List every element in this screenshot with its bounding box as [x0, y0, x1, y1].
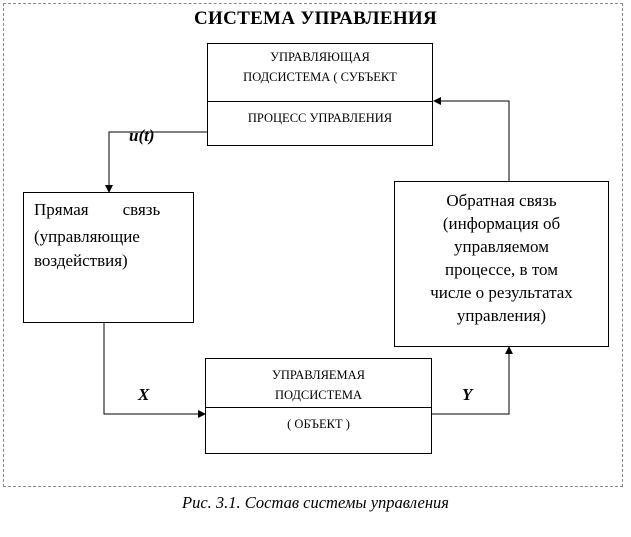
object-line-2: ПОДСИСТЕМА [274, 388, 363, 402]
arrow-object-to-feedback [432, 346, 513, 415]
subject-process-label: ПРОЦЕСС УПРАВЛЕНИЯ [247, 111, 393, 125]
arrow-feedback-to-subject [433, 97, 510, 181]
feedback-line-5: числе о результатах [430, 283, 573, 302]
arrow-forward-to-object [103, 323, 206, 418]
feedback-line-6: управления) [456, 306, 547, 325]
x-label: X [138, 385, 150, 404]
feedback-line-3: управляемом [454, 237, 549, 256]
object-line-3: ( ОБЪЕКТ ) [287, 417, 350, 431]
subject-box: УПРАВЛЯЮЩАЯ ПОДСИСТЕМА ( СУБЪЕКТ ПРОЦЕСС… [207, 43, 433, 146]
diagram-title: СИСТЕМА УПРАВЛЕНИЯ [193, 8, 438, 29]
subject-line-2: ПОДСИСТЕМА ( СУБЪЕКТ [243, 70, 397, 84]
subject-divider [208, 101, 432, 102]
y-label: Y [462, 385, 473, 404]
feedback-box: Обратная связь (информация об управляемо… [394, 181, 609, 347]
object-box: УПРАВЛЯЕМАЯ ПОДСИСТЕМА ( ОБЪЕКТ ) [205, 358, 432, 454]
arrow-subject-to-forward [105, 131, 207, 193]
system-frame [3, 3, 623, 487]
feedback-line-1: Обратная связь [446, 191, 557, 210]
object-divider [206, 407, 431, 408]
subject-line-1: УПРАВЛЯЮЩАЯ [270, 50, 370, 64]
object-line-1: УПРАВЛЯЕМАЯ [271, 368, 366, 382]
forward-line-1: Прямая связь [34, 200, 161, 219]
forward-link-box: Прямая связь (управляющие воздействия) [23, 192, 194, 323]
feedback-line-2: (информация об [442, 214, 561, 233]
feedback-line-4: процессе, в том [445, 260, 558, 279]
figure-caption: Рис. 3.1. Состав системы управления [182, 493, 449, 512]
u-label: u(t) [129, 126, 155, 145]
forward-line-2: (управляющие [34, 227, 140, 246]
forward-line-3: воздействия) [34, 251, 128, 270]
